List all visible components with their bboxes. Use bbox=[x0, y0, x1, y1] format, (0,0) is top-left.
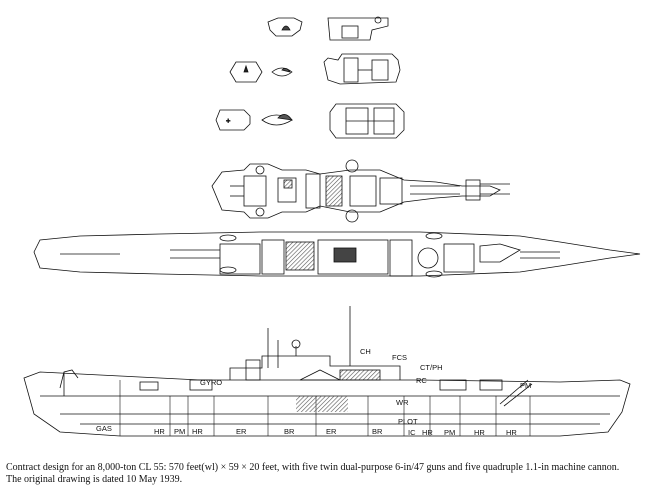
label-hr-fwd: HR bbox=[422, 428, 433, 437]
figure-caption: Contract design for an 8,000-ton CL 55: … bbox=[6, 462, 661, 486]
label-er-fwd: ER bbox=[326, 427, 337, 436]
label-pm-aft: PM bbox=[174, 427, 185, 436]
label-ic: IC bbox=[408, 428, 416, 437]
label-hr-fwd-2: HR bbox=[474, 428, 485, 437]
label-hr-fwd-3: HR bbox=[506, 428, 517, 437]
compartment-labels: GAS HR PM HR ER BR ER BR PLOT IC HR PM H… bbox=[96, 347, 531, 437]
label-pm-gun: PM bbox=[520, 381, 531, 390]
caption-line-2: The original drawing is dated 10 May 193… bbox=[6, 474, 183, 485]
label-br-aft: BR bbox=[284, 427, 295, 436]
label-hr-aft: HR bbox=[154, 427, 165, 436]
svg-text:+: + bbox=[226, 116, 231, 125]
label-rc: RC bbox=[416, 376, 427, 385]
label-ct-ph: CT/PH bbox=[420, 363, 443, 372]
label-fcs: FCS bbox=[392, 353, 407, 362]
main-deck-plan bbox=[33, 231, 641, 278]
superstructure-level-views: + bbox=[215, 16, 405, 139]
label-pm-fwd: PM bbox=[444, 428, 455, 437]
superstructure-plan bbox=[211, 159, 510, 223]
level-2-plan bbox=[229, 53, 401, 85]
inboard-profile bbox=[23, 306, 631, 437]
label-gas: GAS bbox=[96, 424, 112, 433]
label-hr-aft-2: HR bbox=[192, 427, 203, 436]
label-gyro: GYRO bbox=[200, 378, 222, 387]
level-3-plan: + bbox=[215, 103, 405, 139]
label-ch: CH bbox=[360, 347, 371, 356]
label-wr: WR bbox=[396, 398, 409, 407]
label-plot: PLOT bbox=[398, 417, 418, 426]
label-er-aft: ER bbox=[236, 427, 247, 436]
caption-line-1: Contract design for an 8,000-ton CL 55: … bbox=[6, 462, 620, 473]
level-1-plan bbox=[267, 16, 389, 41]
label-br-fwd: BR bbox=[372, 427, 383, 436]
